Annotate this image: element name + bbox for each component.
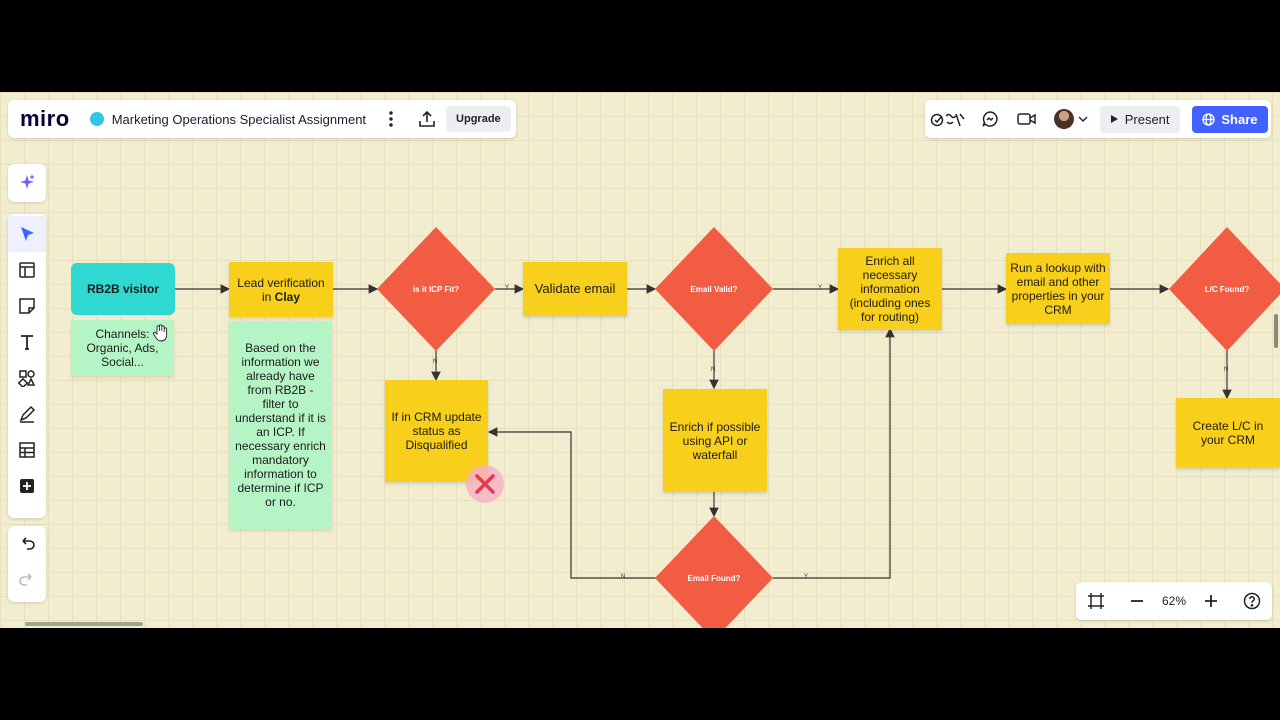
present-label: Present <box>1124 111 1170 127</box>
sticky-note-icon[interactable] <box>8 288 46 324</box>
share-button[interactable]: Share <box>1192 105 1268 133</box>
table-icon[interactable] <box>8 432 46 468</box>
hand-cursor-icon <box>152 324 168 342</box>
edge-label-no: N <box>621 574 626 580</box>
diamond-email-found[interactable] <box>655 516 773 628</box>
zoom-in-icon[interactable] <box>1196 586 1226 616</box>
enrich-api-note[interactable]: Enrich if possible using API or waterfal… <box>663 389 767 492</box>
rb2b-visitor-label: RB2B visitor <box>86 282 160 296</box>
sparkle-ai-icon[interactable] <box>8 164 46 200</box>
icp-filter-note[interactable]: Based on the information we already have… <box>229 321 332 529</box>
creation-toolbar <box>8 214 46 518</box>
crm-disqualified-text: If in CRM update status as Disqualified <box>391 410 482 452</box>
crm-disqualified-note[interactable]: If in CRM update status as Disqualified <box>385 380 488 482</box>
validate-email-text: Validate email <box>534 281 616 296</box>
user-menu[interactable] <box>1049 104 1093 134</box>
present-button[interactable]: Present <box>1099 105 1180 133</box>
edge-found-no <box>487 427 656 579</box>
email-found-label: Email Found? <box>687 573 741 583</box>
connectors <box>175 284 1232 579</box>
add-more-icon[interactable] <box>8 468 46 504</box>
edge-found-yes <box>773 327 895 579</box>
run-lookup-note[interactable]: Run a lookup with email and other proper… <box>1006 253 1110 324</box>
diamond-lc-found[interactable] <box>1169 227 1280 351</box>
pen-icon[interactable] <box>8 396 46 432</box>
lc-found-label: L/C Found? <box>1204 284 1250 294</box>
redo-icon[interactable] <box>8 562 46 598</box>
edge-label-no: N <box>711 367 716 373</box>
globe-icon <box>1202 112 1216 126</box>
text-icon[interactable] <box>8 324 46 360</box>
email-valid-label: Email Valid? <box>690 284 738 294</box>
chevron-down-icon <box>1078 116 1088 122</box>
history-toolbar <box>8 526 46 602</box>
more-options-icon[interactable] <box>376 104 406 134</box>
zoom-level[interactable]: 62% <box>1161 594 1186 608</box>
export-upload-icon[interactable] <box>412 104 442 134</box>
edge-label-no: N <box>433 359 438 365</box>
enrich-all-note[interactable]: Enrich all necessary information (includ… <box>838 248 942 330</box>
lead-verification-note[interactable]: Lead verification in Clay <box>229 262 333 317</box>
miro-logo[interactable]: miro <box>20 106 70 131</box>
undo-icon[interactable] <box>8 526 46 562</box>
board-canvas[interactable]: Y Y N N N Y N is it ICP Fit? Email Valid… <box>0 92 1280 628</box>
diamond-icp-fit[interactable] <box>377 227 495 351</box>
share-label: Share <box>1221 111 1258 127</box>
board-icon <box>89 112 104 126</box>
board-header: miro Marketing Operations Specialist Ass… <box>8 100 516 138</box>
edge-label-yes: Y <box>818 285 823 291</box>
zoom-controls: 62% <box>1076 582 1272 620</box>
help-icon[interactable] <box>1237 586 1267 616</box>
channels-text: Channels: Organic, Ads, Social... <box>86 327 159 369</box>
lead-verification-text: Lead verification in Clay <box>237 275 325 304</box>
run-lookup-text: Run a lookup with email and other proper… <box>1010 260 1106 317</box>
diamond-email-valid[interactable] <box>655 227 773 351</box>
edge-label-no: N <box>1224 367 1229 373</box>
disqualified-x-icon <box>466 465 504 503</box>
validate-email-note[interactable]: Validate email <box>523 262 627 316</box>
play-icon <box>1110 115 1118 123</box>
enrich-all-text: Enrich all necessary information (includ… <box>849 254 931 324</box>
collaboration-bar: Present Share <box>925 100 1271 138</box>
ai-toolbar <box>8 164 46 202</box>
edge-label-yes: Y <box>505 285 510 291</box>
shapes-icon[interactable] <box>8 360 46 396</box>
enrich-api-text: Enrich if possible using API or waterfal… <box>669 419 761 462</box>
board-title[interactable]: Marketing Operations Specialist Assignme… <box>111 111 367 127</box>
select-cursor-icon[interactable] <box>8 216 46 252</box>
avatar <box>1053 109 1074 129</box>
rb2b-visitor-shape[interactable]: RB2B visitor <box>71 263 175 315</box>
templates-icon[interactable] <box>8 252 46 288</box>
fit-to-screen-icon[interactable] <box>1081 586 1111 616</box>
vertical-scrollbar[interactable] <box>1274 314 1278 348</box>
video-call-icon[interactable] <box>1012 104 1042 134</box>
icp-fit-label: is it ICP Fit? <box>412 284 460 294</box>
zoom-out-icon[interactable] <box>1122 586 1152 616</box>
edge-label-yes: Y <box>804 574 809 580</box>
upgrade-button[interactable]: Upgrade <box>446 106 511 132</box>
create-lc-note[interactable]: Create L/C in your CRM <box>1176 398 1280 468</box>
horizontal-scrollbar[interactable] <box>25 622 143 626</box>
create-lc-text: Create L/C in your CRM <box>1192 419 1264 447</box>
comments-icon[interactable] <box>975 104 1005 134</box>
decision-shapes <box>377 227 1280 628</box>
icp-filter-text: Based on the information we already have… <box>235 341 326 509</box>
reactions-icon[interactable] <box>928 104 968 134</box>
